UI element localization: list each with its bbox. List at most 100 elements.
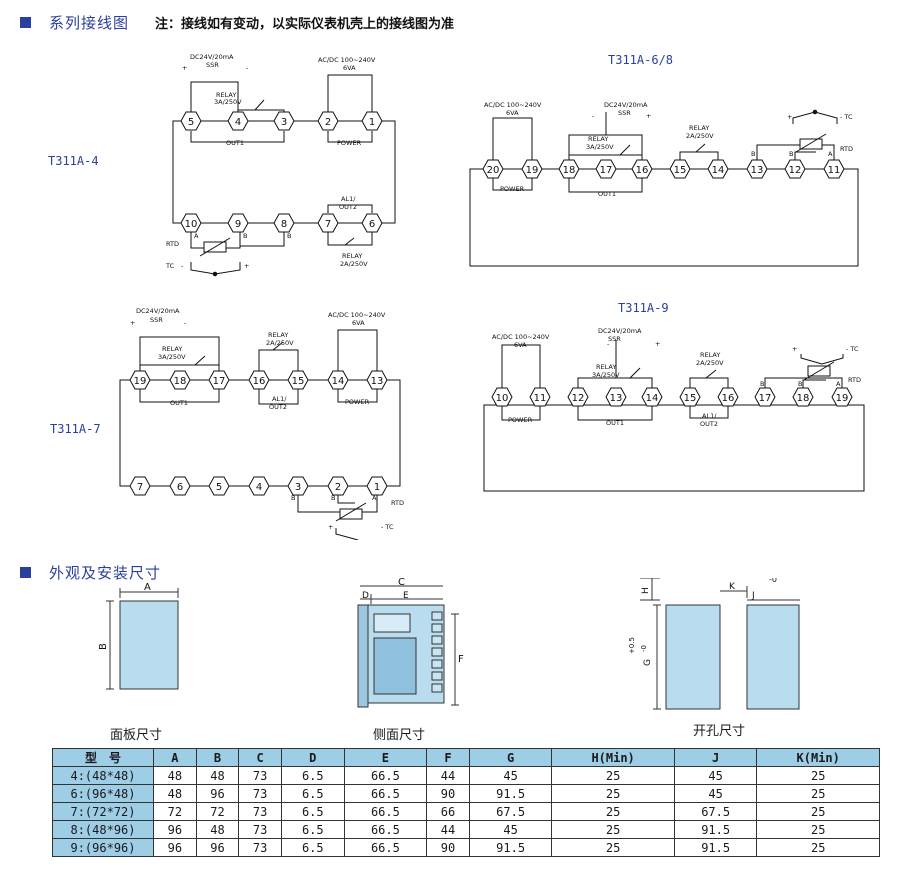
svg-text:17: 17 [759,393,772,404]
value-cell: 6.5 [280,838,345,857]
panel-drawing: A B [98,582,179,690]
svg-text:AC/DC 100~240V: AC/DC 100~240V [492,333,550,341]
svg-text:+: + [655,340,660,348]
svg-text:18: 18 [174,376,187,387]
value-cell: 48 [153,784,197,803]
value-cell: 25 [756,784,880,803]
svg-text:3A/250V: 3A/250V [158,353,186,361]
value-cell: 25 [551,838,675,857]
svg-text:AL1/: AL1/ [702,412,717,420]
diagram-t311a-6-8 [469,109,859,267]
cutout-caption: 开孔尺寸 [693,724,746,739]
svg-text:2: 2 [325,117,331,128]
svg-text:B: B [291,494,295,502]
terminal-t311a7-top: 13 [366,370,388,390]
terminal-t311a4-bottom: 6 [361,213,383,233]
terminal-t311a68: 16 [631,159,653,179]
svg-text:+: + [792,345,797,353]
terminal-t311a68: 14 [707,159,729,179]
side-drawing: C D E F [357,578,464,708]
wiring-section-title: 系列接线图 [49,14,130,32]
terminal-t311a9: 10 [491,387,513,407]
terminal-t311a7-top: 16 [248,370,270,390]
svg-text:OUT1: OUT1 [606,419,624,427]
svg-text:RTD: RTD [166,240,179,248]
value-cell: 66.5 [343,784,428,803]
svg-text:12: 12 [789,165,802,176]
svg-text:TC: TC [165,262,175,270]
svg-text:18: 18 [797,393,810,404]
svg-text:10: 10 [185,219,198,230]
side-caption: 侧面尺寸 [373,728,426,743]
svg-text:13: 13 [371,376,384,387]
terminal-t311a4-top: 5 [180,111,202,131]
svg-text:A: A [144,582,151,593]
svg-text:14: 14 [332,376,345,387]
model-cell: 9:(96*96) [52,838,154,857]
svg-text:A: A [372,494,377,502]
svg-text:+: + [244,262,249,270]
svg-text:9: 9 [235,219,241,230]
svg-text:2A/250V: 2A/250V [686,132,714,140]
svg-text:DC24V/20mA: DC24V/20mA [190,53,234,61]
svg-text:A: A [828,150,833,158]
terminal-t311a68: 15 [669,159,691,179]
svg-text:OUT2: OUT2 [269,403,287,411]
value-cell: 44 [426,820,470,839]
svg-text:13: 13 [610,393,623,404]
terminal-t311a4-bottom: 8 [273,213,295,233]
svg-text:POWER: POWER [508,416,533,424]
terminal-t311a9: 14 [641,387,663,407]
wiring-section-header: 系列接线图 注：接线如有变动，以实际仪表机壳上的接线图为准 [20,12,454,33]
svg-text:6VA: 6VA [343,64,356,72]
svg-text:10: 10 [496,393,509,404]
svg-text:- TC: - TC [840,113,853,121]
svg-text:RELAY: RELAY [596,363,616,371]
svg-text:2A/250V: 2A/250V [340,260,368,268]
svg-text:-0: -0 [769,578,777,584]
value-cell: 66.5 [343,802,428,821]
value-cell: 73 [238,784,282,803]
value-cell: 73 [238,820,282,839]
svg-text:POWER: POWER [345,398,370,406]
svg-text:-: - [592,112,595,120]
svg-text:2A/250V: 2A/250V [696,359,724,367]
svg-text:- TC: - TC [846,345,859,353]
svg-text:16: 16 [253,376,266,387]
svg-text:K: K [729,582,736,592]
value-cell: 91.5 [468,838,553,857]
panel-caption: 面板尺寸 [110,728,163,743]
svg-text:AL1/: AL1/ [341,195,356,203]
svg-text:16: 16 [722,393,735,404]
terminal-t311a7-bottom: 5 [208,476,230,496]
svg-text:POWER: POWER [337,139,362,147]
section-bullet-icon [20,17,31,28]
svg-text:1: 1 [369,117,375,128]
svg-text:6VA: 6VA [352,319,365,327]
svg-text:3: 3 [295,482,301,493]
terminal-t311a7-bottom: 3 [287,476,309,496]
svg-text:H: H [641,587,651,594]
svg-text:RELAY: RELAY [268,331,288,339]
section-bullet-icon [20,567,31,578]
svg-text:AL1/: AL1/ [272,395,287,403]
value-cell: 96 [153,838,197,857]
value-cell: 45 [468,766,553,785]
value-cell: 66.5 [343,766,428,785]
svg-text:15: 15 [684,393,697,404]
svg-text:5: 5 [216,482,222,493]
svg-text:14: 14 [712,165,725,176]
model-cell: 7:(72*72) [52,802,154,821]
value-cell: 45 [673,766,758,785]
svg-text:RELAY: RELAY [216,91,236,99]
svg-text:POWER: POWER [500,185,525,193]
terminal-t311a68: 17 [595,159,617,179]
terminal-t311a4-top: 1 [361,111,383,131]
svg-text:15: 15 [674,165,687,176]
model-label-t311a-9: T311A-9 [618,301,669,315]
terminal-t311a9: 12 [567,387,589,407]
svg-text:B: B [798,380,802,388]
value-cell: 25 [756,802,880,821]
